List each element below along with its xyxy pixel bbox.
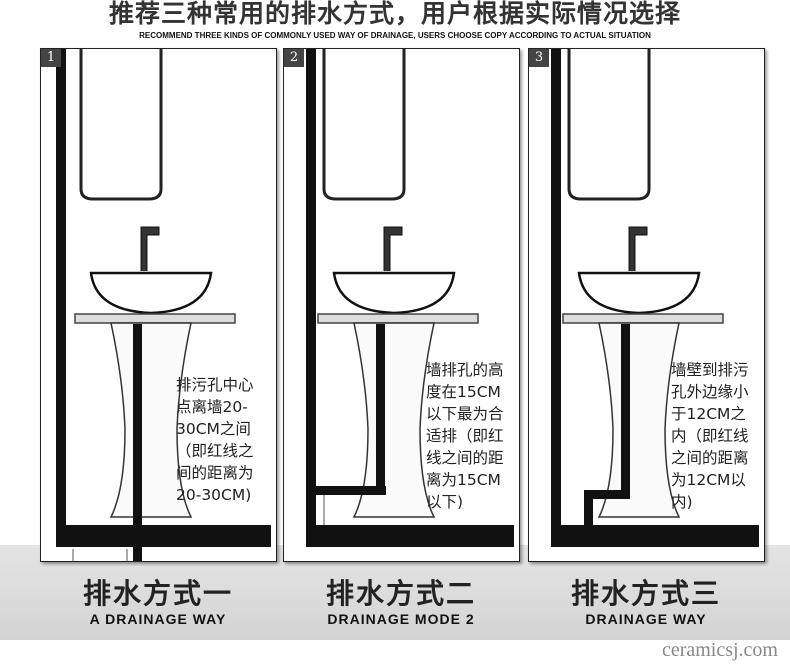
caption-en: DRAINAGE WAY [585, 611, 707, 627]
panel-1: 1 排污孔中心 点离墙20- 30CM之间 （即红线之 间的距离为 20-30C… [40, 48, 277, 562]
page-subtitle: RECOMMEND THREE KINDS OF COMMONLY USED W… [139, 31, 651, 40]
drain-pipe [133, 324, 142, 561]
caption-3: 排水方式三 DRAINAGE WAY [521, 577, 771, 628]
pedestal [352, 322, 436, 518]
sink-illustration [56, 49, 271, 561]
caption-cn: 排水方式三 [570, 577, 721, 610]
floor [56, 525, 271, 547]
panel-number: 2 [284, 49, 304, 67]
faucet [140, 226, 160, 271]
drain-pipe [621, 324, 630, 499]
panel-number: 3 [529, 49, 549, 67]
mirror [567, 49, 651, 201]
panel-number: 1 [41, 49, 61, 67]
wall [56, 49, 66, 546]
countertop [74, 313, 236, 324]
watermark: ceramicsj.com [661, 639, 778, 661]
drain-pipe-down [584, 490, 593, 525]
basin-bowl [332, 271, 456, 315]
wall [551, 49, 561, 546]
basin-bowl [89, 271, 213, 315]
countertop [317, 313, 479, 324]
caption-en: A DRAINAGE WAY [89, 611, 227, 627]
mirror [79, 49, 163, 201]
panel-2: 2 墙排孔的高 度在15CM 以下最为合 适排（即红 线之间的距 离为15CM … [283, 48, 520, 562]
sink-illustration [306, 49, 514, 547]
drain-pipe [376, 324, 385, 494]
caption-cn: 排水方式二 [325, 577, 476, 610]
countertop [562, 313, 724, 324]
basin-bowl [577, 271, 701, 315]
mirror [322, 49, 406, 201]
drain-pipe-horizontal [584, 490, 630, 499]
caption-cn: 排水方式一 [82, 577, 233, 610]
measure-lines [72, 549, 128, 561]
floor [306, 525, 514, 547]
panel-3: 3 墙壁到排污 孔外边缘小 于12CM之 内（即红线 之间的距离 为12CM以 … [528, 48, 765, 562]
faucet [383, 226, 403, 271]
page-title: 推荐三种常用的排水方式，用户根据实际情况选择 [108, 0, 681, 28]
panel-note: 墙排孔的高 度在15CM 以下最为合 适排（即红 线之间的距 离为15CM 以下… [426, 361, 504, 511]
drain-pipe-horizontal [306, 486, 386, 495]
pedestal [109, 322, 193, 518]
panel-note: 排污孔中心 点离墙20- 30CM之间 （即红线之 间的距离为 20-30CM) [176, 376, 254, 504]
floor [551, 525, 759, 547]
caption-2: 排水方式二 DRAINAGE MODE 2 [276, 577, 526, 628]
panel-note: 墙壁到排污 孔外边缘小 于12CM之 内（即红线 之间的距离 为12CM以 内) [671, 361, 749, 511]
sink-illustration [551, 49, 759, 547]
caption-1: 排水方式一 A DRAINAGE WAY [33, 577, 283, 628]
caption-en: DRAINAGE MODE 2 [327, 611, 475, 627]
wall [306, 49, 316, 546]
pedestal [597, 322, 681, 518]
faucet [628, 226, 648, 271]
